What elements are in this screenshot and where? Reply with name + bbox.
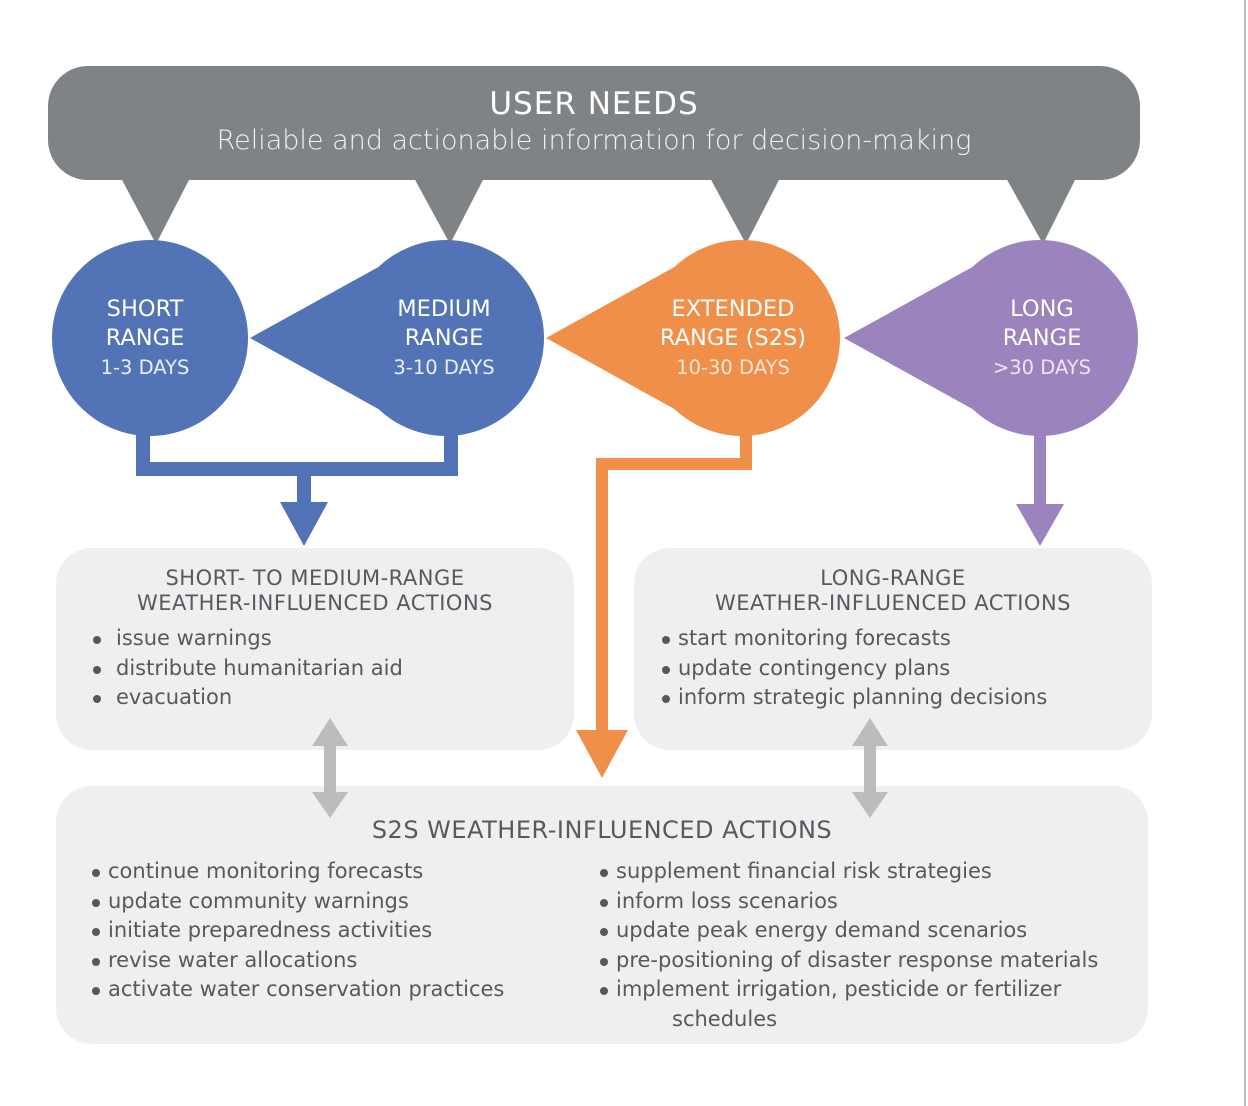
medium-range-days: 3-10 DAYS <box>393 356 495 379</box>
list-item: continue monitoring forecasts <box>90 857 504 887</box>
list-item: pre-positioning of disaster response mat… <box>598 946 1098 976</box>
orange-connector-arrow <box>576 430 752 778</box>
blue-connector-arrow <box>136 430 458 546</box>
short-medium-box-title: SHORT- TO MEDIUM-RANGE WEATHER-INFLUENCE… <box>56 566 574 616</box>
list-item: inform strategic planning decisions <box>660 683 1047 713</box>
long-range-label: LONG RANGE >30 DAYS <box>942 295 1142 382</box>
list-item: distribute humanitarian aid <box>90 654 403 684</box>
short-medium-action-list: issue warnings distribute humanitarian a… <box>90 624 403 713</box>
user-needs-bubble <box>48 66 1140 244</box>
extended-range-name-2: RANGE (S2S) <box>659 325 807 351</box>
list-item: supplement financial risk strategies <box>598 857 1098 887</box>
short-range-name-2: RANGE <box>105 325 185 351</box>
list-item: activate water conservation practices <box>90 975 504 1005</box>
page-edge-line <box>1244 0 1246 1106</box>
list-item: update contingency plans <box>660 654 1047 684</box>
long-range-name-2: RANGE <box>1002 325 1082 351</box>
left-double-arrow <box>312 718 348 818</box>
extended-range-days: 10-30 DAYS <box>676 356 790 379</box>
list-item: implement irrigation, pesticide or ferti… <box>598 975 1098 1005</box>
list-item: start monitoring forecasts <box>660 624 1047 654</box>
list-item: evacuation <box>90 683 403 713</box>
medium-range-name-1: MEDIUM <box>397 296 491 322</box>
pointer-medium <box>414 178 484 244</box>
user-needs-subtitle: Reliable and actionable information for … <box>216 125 972 156</box>
list-item: issue warnings <box>90 624 403 654</box>
pointer-short <box>121 178 190 244</box>
long-box-bg <box>634 548 1152 750</box>
short-range-days: 1-3 DAYS <box>100 356 190 379</box>
short-medium-title-line2: WEATHER-INFLUENCED ACTIONS <box>137 591 493 615</box>
pointer-extended <box>710 178 780 244</box>
medium-range-drop <box>250 240 544 436</box>
short-range-circle <box>52 240 248 436</box>
long-range-days: >30 DAYS <box>992 356 1092 379</box>
s2s-box-title: S2S WEATHER-INFLUENCED ACTIONS <box>371 816 833 844</box>
extended-range-drop <box>546 240 840 436</box>
list-item: initiate preparedness activities <box>90 916 504 946</box>
pointer-long <box>1006 178 1076 244</box>
long-action-list: start monitoring forecasts update contin… <box>660 624 1047 713</box>
list-item: inform loss scenarios <box>598 887 1098 917</box>
purple-connector-arrow <box>1016 430 1064 546</box>
list-item: update community warnings <box>90 887 504 917</box>
long-title-line1: LONG-RANGE <box>820 566 966 590</box>
long-box-title: LONG-RANGE WEATHER-INFLUENCED ACTIONS <box>634 566 1152 616</box>
s2s-left-action-list: continue monitoring forecasts update com… <box>90 857 504 1005</box>
long-range-name-1: LONG <box>1010 296 1074 322</box>
long-title-line2: WEATHER-INFLUENCED ACTIONS <box>715 591 1071 615</box>
short-range-label: SHORT RANGE 1-3 DAYS <box>45 295 245 382</box>
s2s-right-item-continuation: schedules <box>672 1007 778 1031</box>
short-medium-title-line1: SHORT- TO MEDIUM-RANGE <box>165 566 465 590</box>
right-double-arrow <box>852 718 888 818</box>
s2s-box-bg <box>56 786 1148 1044</box>
extended-range-label: EXTENDED RANGE (S2S) 10-30 DAYS <box>633 295 833 382</box>
list-item: revise water allocations <box>90 946 504 976</box>
short-medium-box-bg <box>56 548 574 750</box>
list-item: update peak energy demand scenarios <box>598 916 1098 946</box>
s2s-right-action-list: supplement financial risk strategies inf… <box>598 857 1098 1005</box>
user-needs-title: USER NEEDS <box>489 86 699 122</box>
extended-range-name-1: EXTENDED <box>671 296 795 322</box>
medium-range-name-2: RANGE <box>404 325 484 351</box>
short-range-name-1: SHORT <box>106 296 184 322</box>
long-range-drop <box>844 240 1138 436</box>
medium-range-label: MEDIUM RANGE 3-10 DAYS <box>344 295 544 382</box>
